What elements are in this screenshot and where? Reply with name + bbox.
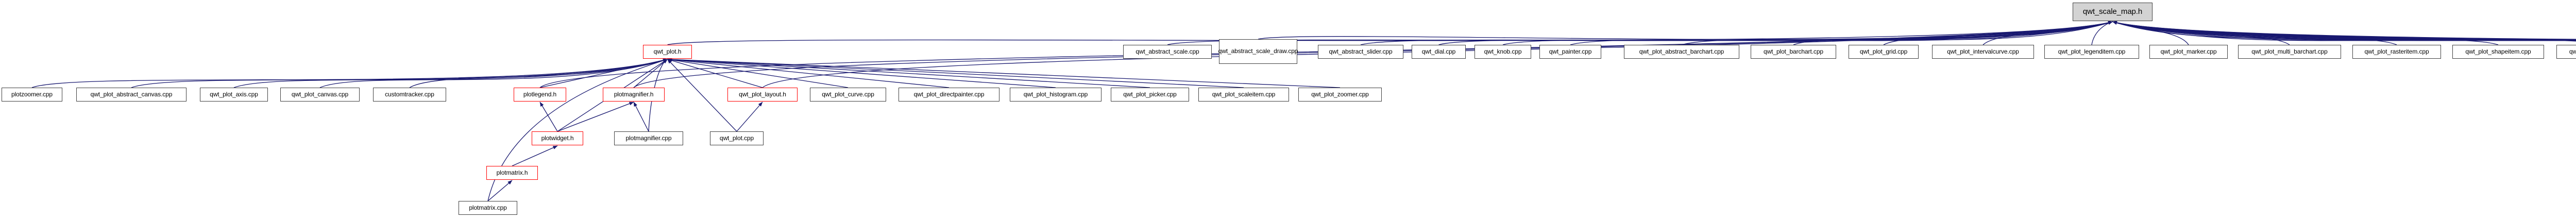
- graph-node-label: qwt_abstract_slider.cpp: [1329, 47, 1393, 55]
- graph-node[interactable]: qwt_painter.cpp: [1539, 45, 1601, 59]
- graph-node[interactable]: qwt_abstract_slider.cpp: [1318, 45, 1403, 59]
- graph-node[interactable]: qwt_knob.cpp: [1475, 45, 1531, 59]
- graph-node[interactable]: qwt_plot_histogram.cpp: [1010, 88, 1101, 102]
- graph-node-label: qwt_dial.cpp: [1421, 47, 1456, 55]
- graph-node[interactable]: plotwidget.h: [532, 131, 583, 145]
- graph-node[interactable]: customtracker.cpp: [373, 88, 446, 102]
- graph-node[interactable]: qwt_plot_directpainter.cpp: [899, 88, 999, 102]
- graph-node[interactable]: qwt_plot_grid.cpp: [1849, 45, 1919, 59]
- graph-node-label: qwt_abstract_scale_draw.cpp: [1218, 47, 1298, 55]
- graph-node-label: qwt_plot.h: [653, 47, 682, 55]
- graph-node-label: qwt_knob.cpp: [1484, 47, 1522, 55]
- graph-node-label: qwt_plot_curve.cpp: [822, 90, 874, 98]
- graph-node[interactable]: plotmatrix.cpp: [459, 201, 517, 215]
- graph-node-label: qwt_plot_axis.cpp: [210, 90, 258, 98]
- graph-node-label: qwt_painter.cpp: [1549, 47, 1592, 55]
- graph-node-label: qwt_plot_zoomer.cpp: [1311, 90, 1369, 98]
- graph-node-label: qwt_plot_histogram.cpp: [1023, 90, 1088, 98]
- graph-node-label: qwt_plot_barchart.cpp: [1764, 47, 1823, 55]
- graph-node-label: qwt_plot_legenditem.cpp: [2058, 47, 2126, 55]
- graph-node-label: qwt_plot_canvas.cpp: [291, 90, 349, 98]
- graph-node[interactable]: qwt_plot_barchart.cpp: [1751, 45, 1836, 59]
- graph-node-label: qwt_plot_shapeitem.cpp: [2465, 47, 2531, 55]
- graph-node[interactable]: qwt_scale_map.h: [2073, 3, 2153, 21]
- graph-node-label: qwt_plot_directpainter.cpp: [913, 90, 985, 98]
- graph-node-label: qwt_abstract_scale.cpp: [1136, 47, 1199, 55]
- graph-node-label: qwt_plot_multi_barchart.cpp: [2251, 47, 2328, 55]
- graph-node-label: qwt_plot_spectrocurve.cpp: [2569, 47, 2576, 55]
- graph-node[interactable]: qwt_plot_shapeitem.cpp: [2452, 45, 2544, 59]
- graph-node-label: qwt_plot_scaleitem.cpp: [1212, 90, 1276, 98]
- graph-node-label: plotlegend.h: [523, 90, 557, 98]
- graph-node-label: plotmatrix.cpp: [469, 204, 507, 211]
- graph-node-label: qwt_plot_grid.cpp: [1859, 47, 1908, 55]
- graph-node[interactable]: qwt_plot_zoomer.cpp: [1298, 88, 1382, 102]
- graph-node[interactable]: qwt_plot_intervalcurve.cpp: [1932, 45, 2034, 59]
- graph-node[interactable]: plotmagnifier.h: [603, 88, 665, 102]
- graph-node-label: qwt_plot_intervalcurve.cpp: [1947, 47, 2019, 55]
- graph-node[interactable]: qwt_plot_legenditem.cpp: [2044, 45, 2139, 59]
- graph-node-label: plotmatrix.h: [496, 169, 528, 176]
- graph-node[interactable]: qwt_plot_rasteritem.cpp: [2352, 45, 2441, 59]
- graph-node[interactable]: qwt_plot_spectrocurve.cpp: [2556, 45, 2576, 59]
- graph-node-label: plotmagnifier.h: [614, 90, 654, 98]
- graph-node[interactable]: qwt_abstract_scale.cpp: [1123, 45, 1212, 59]
- graph-node[interactable]: qwt_plot_abstract_barchart.cpp: [1624, 45, 1739, 59]
- graph-node[interactable]: qwt_plot_canvas.cpp: [280, 88, 360, 102]
- graph-node-label: customtracker.cpp: [385, 90, 434, 98]
- graph-node[interactable]: qwt_plot_axis.cpp: [200, 88, 268, 102]
- graph-node-label: qwt_plot_abstract_canvas.cpp: [90, 90, 173, 98]
- graph-node[interactable]: qwt_plot.h: [643, 45, 692, 59]
- graph-node[interactable]: qwt_plot_curve.cpp: [810, 88, 886, 102]
- graph-node-label: qwt_plot_abstract_barchart.cpp: [1639, 47, 1724, 55]
- graph-node-label: qwt_plot_marker.cpp: [2160, 47, 2217, 55]
- graph-node-label: qwt_scale_map.h: [2082, 7, 2143, 16]
- graph-node-label: qwt_plot.cpp: [719, 134, 754, 142]
- graph-node[interactable]: plotzoomer.cpp: [2, 88, 62, 102]
- graph-node[interactable]: qwt_plot_picker.cpp: [1111, 88, 1189, 102]
- graph-node[interactable]: qwt_plot_abstract_canvas.cpp: [76, 88, 187, 102]
- graph-node[interactable]: plotlegend.h: [514, 88, 566, 102]
- graph-node-label: qwt_plot_layout.h: [739, 90, 786, 98]
- graph-node[interactable]: qwt_dial.cpp: [1412, 45, 1466, 59]
- graph-node-label: plotmagnifier.cpp: [625, 134, 672, 142]
- graph-node[interactable]: qwt_plot.cpp: [710, 131, 764, 145]
- graph-node[interactable]: qwt_plot_layout.h: [727, 88, 798, 102]
- graph-node-label: qwt_plot_picker.cpp: [1123, 90, 1177, 98]
- graph-node[interactable]: qwt_plot_marker.cpp: [2149, 45, 2228, 59]
- graph-node-label: plotwidget.h: [541, 134, 574, 142]
- graph-node[interactable]: qwt_plot_multi_barchart.cpp: [2238, 45, 2341, 59]
- graph-node-label: qwt_plot_rasteritem.cpp: [2364, 47, 2429, 55]
- graph-node[interactable]: plotmatrix.h: [486, 166, 538, 180]
- graph-node-label: plotzoomer.cpp: [11, 90, 53, 98]
- graph-node[interactable]: plotmagnifier.cpp: [614, 131, 683, 145]
- graph-node[interactable]: qwt_plot_scaleitem.cpp: [1198, 88, 1289, 102]
- graph-node[interactable]: qwt_abstract_scale_draw.cpp: [1218, 39, 1298, 64]
